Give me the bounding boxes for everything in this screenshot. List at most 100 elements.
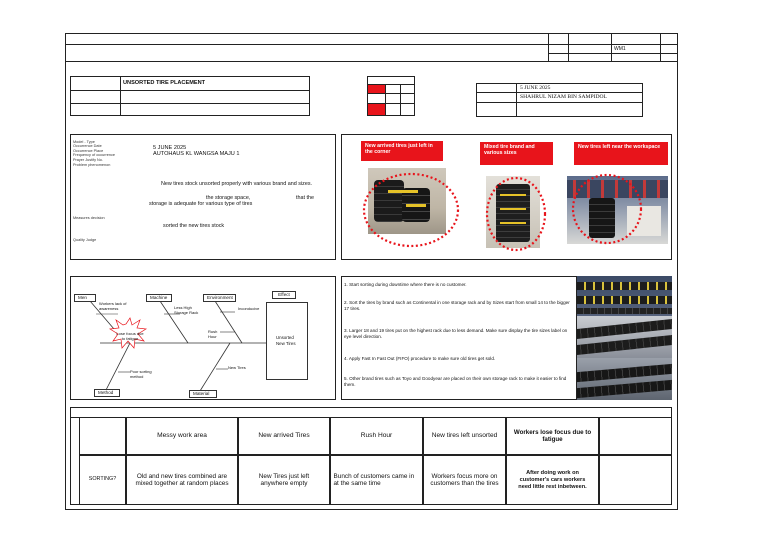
photo-highlight-circles [362, 172, 643, 252]
photo-tires-corner [368, 168, 446, 234]
status-grid-vline-2 [400, 84, 401, 116]
fishbone-men: Men [74, 294, 96, 302]
header-workers-lose-focus: Workers lose focus due to fatigue [506, 417, 599, 455]
header-5-text: Workers lose focus due to fatigue [513, 428, 592, 443]
cause-poor-sorting: Poor sorting method [130, 369, 152, 379]
step-1: 1. Start sorting during downtime where t… [344, 282, 467, 287]
cause-rush-hour: Rush Hour [208, 329, 218, 339]
fishbone-environment: Environment [203, 294, 236, 302]
step-5: 5. Other brand tires such as Toyo and Go… [344, 376, 567, 387]
fishbone-box [70, 276, 336, 400]
fishbone-material: Material [189, 390, 217, 398]
fishbone-effect-text: Unsorted New Tires [276, 335, 296, 346]
header-3-text: Rush Hour [360, 432, 393, 440]
field-quality-judge: Quality Judge [73, 238, 97, 242]
cell-2-text: New Tires just left anywhere empty [258, 472, 310, 487]
cause-lose-focus: Lose focus due to fatigue [116, 331, 144, 341]
status-grid-vline-1 [385, 84, 386, 116]
cell-rush-hour: Bunch of customers came in at the same t… [330, 455, 423, 505]
header-new-arrived-tires: New arrived Tires [238, 417, 330, 455]
header-vline-3 [611, 33, 612, 61]
fishbone-effect-box: Unsorted New Tires [266, 302, 308, 380]
bone-machine [159, 300, 189, 344]
cell-5-text: After doing work on customer's cars work… [518, 469, 587, 490]
status-grid-hline-3 [367, 103, 415, 104]
header-new-tires-unsorted: New tires left unsorted [423, 417, 506, 455]
header-messy-work-area: Messy work area [126, 417, 238, 455]
fishbone-machine: Machine [146, 294, 172, 302]
doc-code: WM1 [614, 46, 626, 52]
photos-box [341, 134, 672, 260]
header-2-text: New arrived Tires [258, 432, 310, 440]
status-grid [367, 76, 415, 116]
problem-measure: sorted the new tires stock [163, 223, 225, 229]
field-measures: Measures decision [73, 216, 105, 220]
cell-workers-lose-focus: After doing work on customer's cars work… [506, 455, 599, 505]
step-2: 2. Sort the tires by brand such as Conti… [344, 300, 570, 311]
field-phenomenon: Problem phenomenon [73, 163, 111, 168]
info-hline-2 [476, 102, 643, 103]
problem-phenomenon-2b: that the [296, 195, 314, 201]
header-vline-1 [548, 33, 549, 61]
photo-sorted-rack-3 [577, 358, 672, 400]
bone-method [105, 342, 131, 391]
field-occurrence-place: Occurrence Place [73, 148, 104, 153]
cell-1-text: Old and new tires combined are mixed tog… [135, 472, 229, 487]
title-box-vline [120, 76, 121, 116]
steps-box [341, 276, 577, 400]
problem-date: 5 JUNE 2025 [153, 145, 187, 151]
bone-material [199, 342, 231, 392]
problem-phenomenon-2a: the storage space, [206, 195, 251, 201]
status-grid-hline-1 [367, 84, 415, 85]
highlight-circle-1 [362, 172, 460, 248]
highlight-circle-3 [571, 173, 643, 245]
page-frame [65, 33, 678, 510]
step-4: 4. Apply Fast In Fast Out (FIFO) procedu… [344, 356, 496, 361]
title-box-hline-2 [70, 103, 310, 104]
problem-phenomenon-3: storage is adequate for various type of … [149, 201, 253, 207]
header-vline-4 [660, 33, 661, 61]
info-vline [516, 83, 517, 117]
highlight-circle-2 [485, 176, 547, 252]
photo-label-2: Mixed tire brand and various sizes [480, 142, 553, 165]
bone-environment [214, 300, 243, 344]
header-row-line-1 [65, 44, 678, 45]
info-box [476, 83, 643, 117]
info-name: SHAHRUL NIZAM BIN SAMPIDOL [520, 94, 607, 100]
photo-sorted-rack-2 [577, 316, 672, 358]
header-row-line-3 [65, 61, 678, 62]
header-1-text: Messy work area [157, 432, 207, 440]
photo-sorted-rack-1 [577, 276, 672, 316]
title-box [70, 76, 310, 116]
fishbone-diagram [89, 300, 270, 392]
cause-workers-lack: Workers lack of awareness [99, 301, 127, 311]
problem-phenomenon-1: New tires stock unsorted properly with v… [161, 181, 313, 187]
field-model-type: Model - Type [73, 140, 95, 144]
cell-3-text: Bunch of customers came in at the same t… [333, 472, 415, 487]
fishbone-method: Method [94, 389, 120, 397]
header-empty [599, 417, 672, 455]
photo-label-3: New tires left near the workspace [574, 142, 668, 165]
field-occurrence-date: Occurrence Date [73, 144, 102, 149]
problem-field-labels: Model - Type Occurrence Date Occurrence … [73, 140, 115, 167]
cause-less-high-rack: Less High Storage Rack [174, 305, 199, 315]
status-grid-hline-2 [367, 93, 415, 94]
cause-new-tires: New Tires [228, 365, 246, 370]
row-label-text: SORTING? [88, 476, 117, 483]
cell-empty [599, 455, 672, 505]
photo-mixed-tires [486, 176, 540, 248]
photo-label-1: New arrived tires just left in the corne… [361, 141, 443, 161]
field-prayer-justify: Prayer Justify No. [73, 157, 103, 162]
cause-inconducive: Inconducive [238, 306, 260, 311]
header-rush-hour: Rush Hour [330, 417, 423, 455]
row-label-sorting: SORTING? [79, 455, 126, 505]
lose-focus-burst-icon [108, 317, 148, 349]
photo-workspace-tires [567, 176, 668, 244]
info-hline-1 [476, 92, 643, 93]
header-4-text: New tires left unsorted [431, 432, 498, 440]
header-vline-2 [568, 33, 569, 61]
cell-new-arrived-tires: New Tires just left anywhere empty [238, 455, 330, 505]
document-title: UNSORTED TIRE PLACEMENT [123, 80, 206, 86]
cell-new-tires-unsorted: Workers focus more on customers than the… [423, 455, 506, 505]
status-cell-red-2 [368, 104, 385, 115]
